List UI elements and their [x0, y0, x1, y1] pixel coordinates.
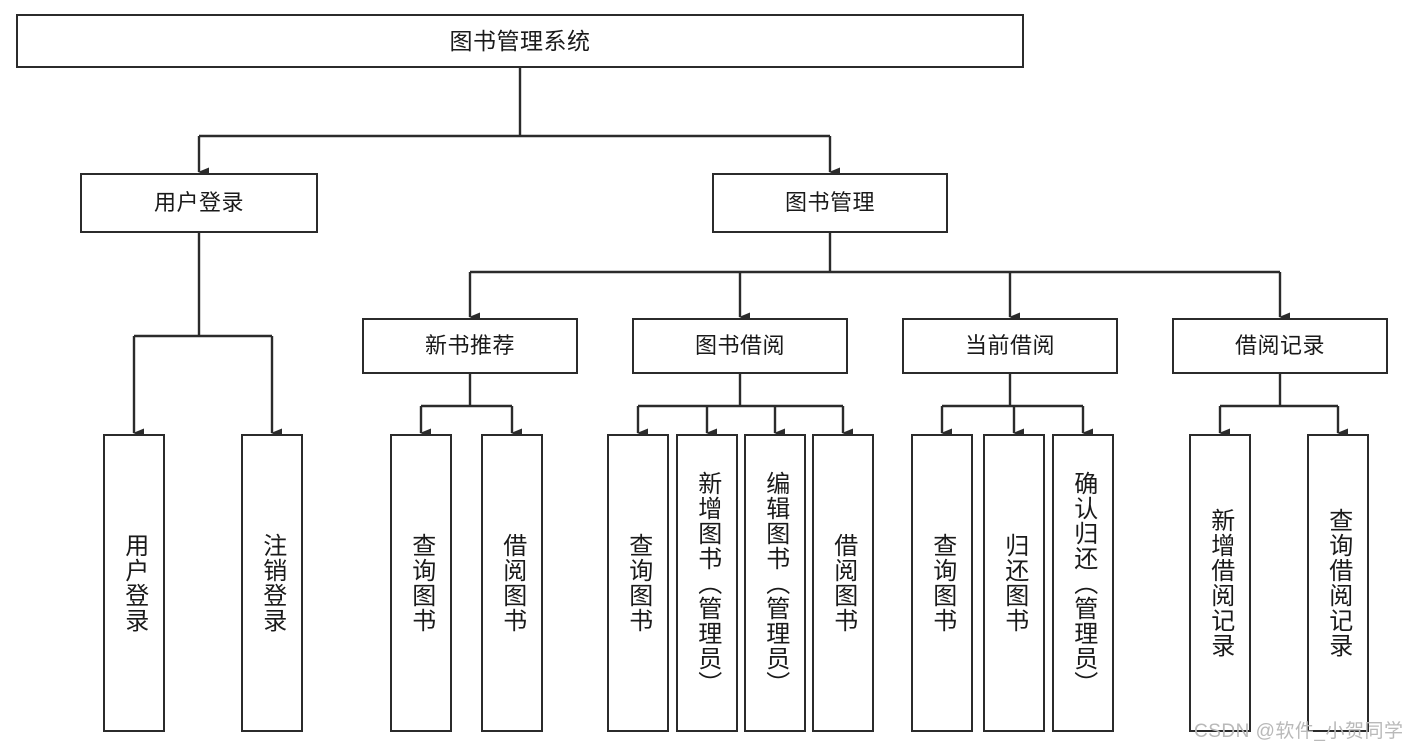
node-label: 编辑图书（管理员） — [761, 470, 789, 696]
node-leaf-edit[interactable]: 编辑图书（管理员） — [744, 434, 806, 732]
node-label: 查询图书 — [624, 533, 652, 633]
node-label: 新书推荐 — [424, 333, 515, 359]
node-label: 确认归还（管理员） — [1069, 470, 1097, 696]
node-leaf-qrec[interactable]: 查询借阅记录 — [1307, 434, 1369, 732]
node-label: 当前借阅 — [964, 333, 1055, 359]
node-records[interactable]: 借阅记录 — [1172, 318, 1388, 374]
node-leaf-ret[interactable]: 归还图书 — [983, 434, 1045, 732]
node-leaf-add[interactable]: 新增图书（管理员） — [676, 434, 738, 732]
node-leaf-b2[interactable]: 借阅图书 — [812, 434, 874, 732]
node-label: 注销登录 — [258, 533, 286, 633]
node-leaf-addrec[interactable]: 新增借阅记录 — [1189, 434, 1251, 732]
node-login[interactable]: 用户登录 — [80, 173, 318, 233]
node-label: 用户登录 — [153, 190, 244, 216]
node-leaf-b1[interactable]: 借阅图书 — [481, 434, 543, 732]
node-label: 查询借阅记录 — [1324, 508, 1352, 658]
connector-lines — [132, 68, 1348, 438]
node-label: 借阅图书 — [498, 533, 526, 633]
node-label: 归还图书 — [1000, 533, 1028, 633]
node-leaf-login[interactable]: 用户登录 — [103, 434, 165, 732]
node-leaf-q1[interactable]: 查询图书 — [390, 434, 452, 732]
node-label: 图书管理 — [784, 190, 875, 216]
node-label: 查询图书 — [928, 533, 956, 633]
node-label: 图书借阅 — [694, 333, 785, 359]
node-label: 借阅记录 — [1234, 333, 1325, 359]
node-label: 借阅图书 — [829, 533, 857, 633]
node-leaf-q3[interactable]: 查询图书 — [911, 434, 973, 732]
node-label: 查询图书 — [407, 533, 435, 633]
node-leaf-confirm[interactable]: 确认归还（管理员） — [1052, 434, 1114, 732]
node-root[interactable]: 图书管理系统 — [16, 14, 1024, 68]
node-current[interactable]: 当前借阅 — [902, 318, 1118, 374]
node-bookmgr[interactable]: 图书管理 — [712, 173, 948, 233]
node-label: 用户登录 — [120, 533, 148, 633]
node-newbook[interactable]: 新书推荐 — [362, 318, 578, 374]
node-borrow[interactable]: 图书借阅 — [632, 318, 848, 374]
node-leaf-q2[interactable]: 查询图书 — [607, 434, 669, 732]
node-leaf-logout[interactable]: 注销登录 — [241, 434, 303, 732]
node-label: 新增借阅记录 — [1206, 508, 1234, 658]
node-label: 图书管理系统 — [449, 27, 591, 54]
node-label: 新增图书（管理员） — [693, 470, 721, 696]
